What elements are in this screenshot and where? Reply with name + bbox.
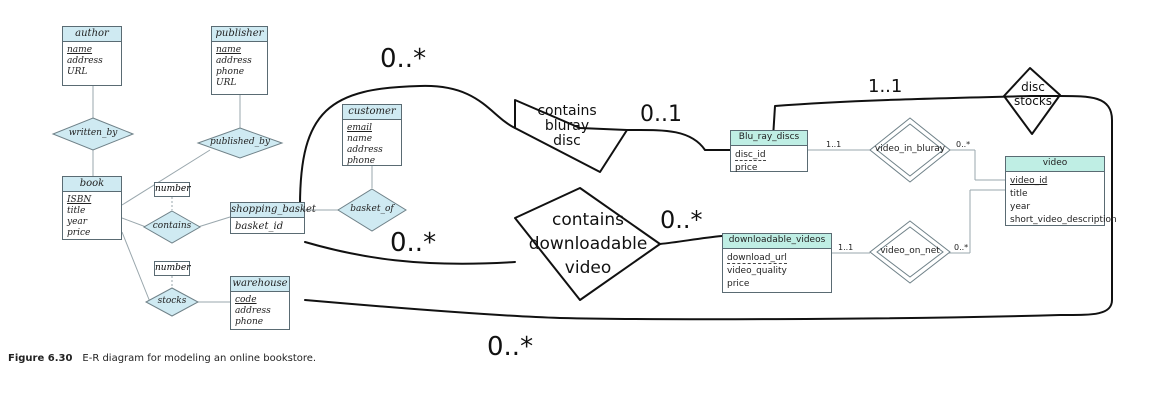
handwritten-cardinality-bluray: 0..1 xyxy=(640,102,682,127)
entity-video: video video_id title year short_video_de… xyxy=(1005,156,1117,226)
entity-title: warehouse xyxy=(231,277,289,292)
stocks-diamond xyxy=(144,287,200,317)
handwritten-contains-downloadable: contains downloadable video xyxy=(528,210,648,278)
figure-caption-text: E-R diagram for modeling an online books… xyxy=(82,353,317,364)
entity-author: author name address URL xyxy=(62,26,122,86)
figure-label: Figure 6.30 xyxy=(8,353,73,364)
written-by-diamond xyxy=(51,117,135,151)
attr-year: year xyxy=(1010,202,1031,212)
rel-written-by: written_by xyxy=(68,128,118,138)
attr-price: price xyxy=(67,228,91,238)
entity-downloadable-videos: downloadable_videos download_url video_q… xyxy=(722,233,832,293)
attr-disc-id: disc_id xyxy=(735,150,766,161)
attr-address: address xyxy=(216,56,252,66)
cardinality-bluray-left: 1..1 xyxy=(826,140,842,149)
entity-book: book ISBN title year price xyxy=(62,176,122,240)
contains-diamond xyxy=(142,210,202,244)
attr-url: URL xyxy=(67,67,88,77)
attr-name: name xyxy=(216,45,242,55)
attr-isbn: ISBN xyxy=(67,195,92,205)
handwritten-disc-stocks: disc stocks xyxy=(1013,80,1053,108)
handwritten-cardinality-bottom: 0..* xyxy=(487,332,534,362)
attr-video-quality: video_quality xyxy=(727,266,787,276)
attr-title: title xyxy=(1010,189,1028,199)
attr-basket-id: basket_id xyxy=(235,221,284,232)
basket-of-diamond xyxy=(337,188,407,232)
entity-title: book xyxy=(63,177,121,192)
entity-title: downloadable_videos xyxy=(723,234,831,249)
handwritten-cardinality-disc-stocks: 1..1 xyxy=(868,76,903,97)
entity-title: publisher xyxy=(212,27,267,42)
attr-phone: phone xyxy=(235,317,264,327)
attr-phone: phone xyxy=(347,156,376,166)
rel-stocks: stocks xyxy=(157,296,187,306)
handwritten-cardinality-basket: 0..* xyxy=(390,228,437,258)
entity-title: video xyxy=(1006,157,1104,172)
attr-email: email xyxy=(347,123,372,133)
rel-video-on-net: video_on_net xyxy=(880,246,940,256)
number-attribute-box: number xyxy=(154,261,191,276)
figure-caption: Figure 6.30 E-R diagram for modeling an o… xyxy=(8,353,316,364)
attr-name: name xyxy=(67,45,93,55)
attr-address: address xyxy=(67,56,103,66)
rel-video-in-bluray: video_in_bluray xyxy=(874,144,946,154)
entity-publisher: publisher name address phone URL xyxy=(211,26,268,95)
attr-address: address xyxy=(347,145,383,155)
handwritten-cardinality-download: 0..* xyxy=(660,206,703,234)
rel-published-by: published_by xyxy=(210,137,270,147)
handwritten-contains-bluray: contains bluray disc xyxy=(537,103,597,149)
entity-title: Blu_ray_discs xyxy=(731,131,807,146)
attr-short-video-description: short_video_description xyxy=(1010,215,1117,225)
attr-name: name xyxy=(347,134,373,144)
entity-shopping-basket: shopping_basket basket_id xyxy=(230,202,316,234)
entity-customer: customer email name address phone xyxy=(342,104,402,166)
number-attribute-box: number xyxy=(154,182,191,197)
attr-url: URL xyxy=(216,78,237,88)
entity-title: author xyxy=(63,27,121,42)
attr-price: price xyxy=(727,279,750,289)
attr-download-url: download_url xyxy=(727,253,787,264)
entity-title: shopping_basket xyxy=(231,203,316,218)
attr-video-id: video_id xyxy=(1010,176,1048,186)
cardinality-net-right: 0..* xyxy=(954,243,969,252)
entity-bluray-discs: Blu_ray_discs disc_id price xyxy=(730,130,808,173)
entity-warehouse: warehouse code address phone xyxy=(230,276,290,330)
attr-title: title xyxy=(67,206,86,216)
attr-year: year xyxy=(67,217,88,227)
rel-contains: contains xyxy=(152,221,192,231)
published-by-diamond xyxy=(196,127,284,159)
rel-basket-of: basket_of xyxy=(350,204,394,214)
attr-phone: phone xyxy=(216,67,245,77)
attr-price: price xyxy=(735,163,758,173)
entity-title: customer xyxy=(343,105,401,120)
cardinality-net-left: 1..1 xyxy=(838,243,854,252)
attr-address: address xyxy=(235,306,271,316)
handwritten-cardinality-top-left: 0..* xyxy=(380,44,427,74)
attr-code: code xyxy=(235,295,257,305)
cardinality-bluray-right: 0..* xyxy=(956,140,971,149)
